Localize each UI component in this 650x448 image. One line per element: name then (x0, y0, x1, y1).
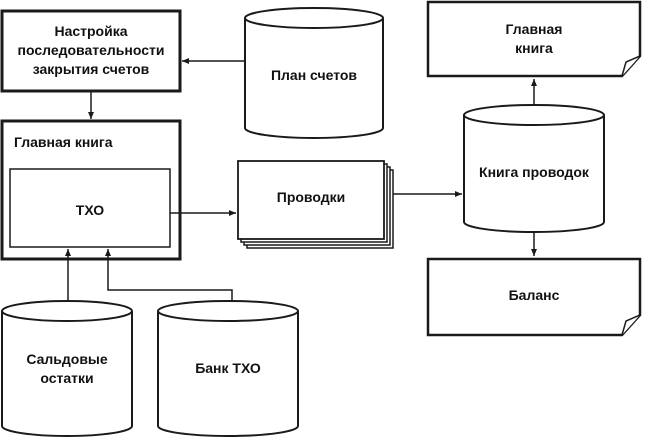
general-ledger-label: Главная книга (14, 134, 113, 150)
balance-label: Баланс (508, 287, 560, 303)
arrow-bank-to-tho (105, 249, 233, 301)
settings-box (0, 9, 182, 93)
balance-document (426, 257, 642, 337)
settings-label: Настройка последовательности закрытия сч… (17, 23, 165, 77)
tho-label: ТХО (75, 202, 105, 218)
tho-box (9, 168, 171, 248)
entries-documents (237, 160, 394, 249)
general-ledger-doc-label: Главная книга (505, 21, 563, 56)
chart-of-accounts-label: План счетов (270, 67, 358, 83)
tho-bank-cylinder (157, 300, 299, 437)
tho-bank-label: Банк ТХО (195, 360, 261, 376)
opening-balances-cylinder (1, 300, 133, 437)
chart-of-accounts-cylinder (244, 7, 384, 139)
entries-label: Проводки (276, 189, 346, 205)
general-ledger-document (426, 0, 642, 78)
journal-label: Книга проводок (479, 164, 589, 180)
journal-cylinder (463, 104, 605, 233)
opening-balances-label: Сальдовые остатки (26, 351, 108, 386)
